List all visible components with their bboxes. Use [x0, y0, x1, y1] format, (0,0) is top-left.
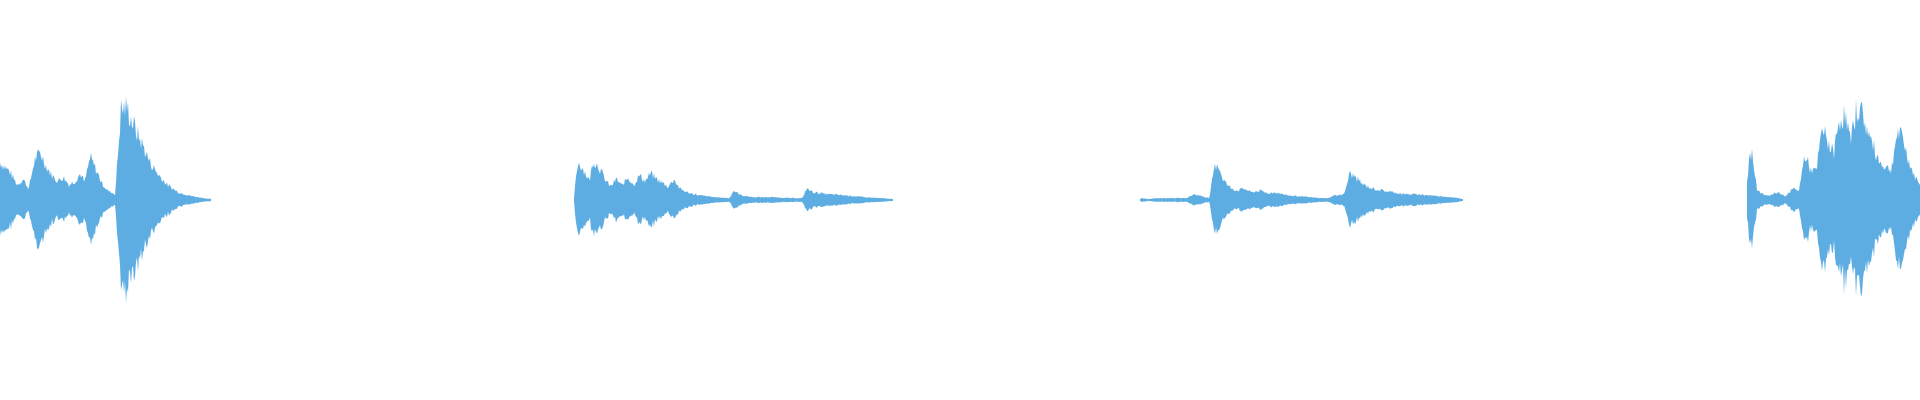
waveform-clip-2[interactable]	[574, 162, 893, 237]
waveform-shape	[1140, 163, 1463, 234]
waveform-clip-4[interactable]	[1747, 99, 1920, 297]
waveform-clip-3[interactable]	[1140, 163, 1463, 234]
waveform-clip-1[interactable]	[0, 96, 211, 304]
waveform-shape	[1747, 99, 1920, 297]
